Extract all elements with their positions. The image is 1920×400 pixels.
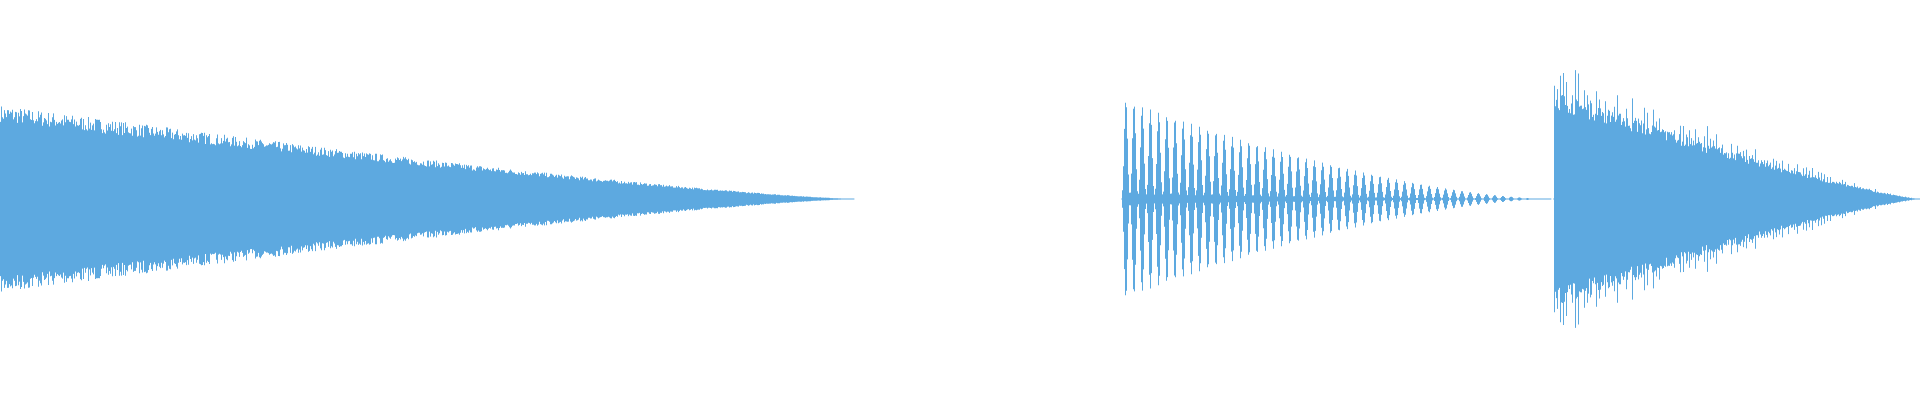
waveform-segment-1 bbox=[0, 106, 855, 292]
waveform-layer bbox=[0, 70, 1920, 328]
waveform-segment-2 bbox=[1121, 102, 1552, 296]
waveform-segment-3 bbox=[1553, 70, 1920, 328]
